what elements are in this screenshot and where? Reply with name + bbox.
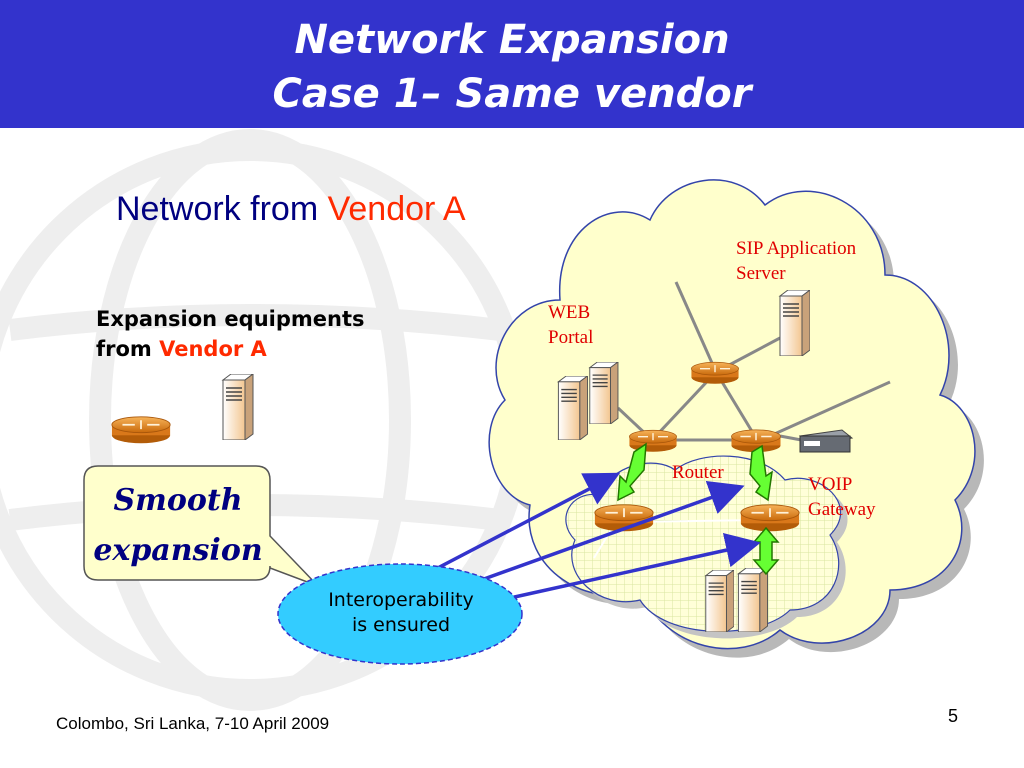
smooth-expansion-callout [83, 465, 319, 587]
interop-line1: Interoperability [328, 589, 474, 611]
web-label-line2: Portal [548, 327, 594, 348]
slide-title-line1: Network Expansion [294, 17, 730, 63]
network-heading-prefix: Network from [116, 190, 328, 228]
expansion-server-icon [737, 568, 768, 632]
title-bar [0, 0, 1024, 128]
vendor-a-server-icon [222, 374, 254, 440]
callout-line2: expansion [93, 533, 263, 568]
interoperability-arrows [429, 472, 761, 600]
router-label: Router [672, 462, 724, 483]
expansion-line2: from Vendor A [96, 334, 365, 364]
router-icon [628, 429, 678, 453]
expansion-equipments-text: Expansion equipments from Vendor A [96, 304, 365, 364]
web-server-icon [557, 376, 588, 440]
expansion-router-icon [739, 503, 801, 533]
expansion-line1: Expansion equipments [96, 307, 365, 331]
interoperability-text: Interoperability is ensured [286, 588, 516, 638]
web-portal-label: WEB Portal [548, 300, 593, 350]
expansion-server-icon [705, 570, 734, 632]
voip-label-line1: VOIP [808, 474, 853, 495]
interoperability-ellipse [277, 563, 523, 665]
sip-server-icon [779, 290, 810, 356]
expansion-vendor: Vendor A [159, 337, 267, 361]
smooth-expansion-text: Smooth expansion [88, 476, 268, 576]
footer-text: Colombo, Sri Lanka, 7-10 April 2009 [56, 714, 330, 733]
voip-gateway-icon [798, 429, 854, 453]
slide-title-line2: Case 1– Same vendor [272, 71, 752, 117]
sip-label-line2: Server [736, 263, 786, 284]
interop-line2: is ensured [351, 614, 451, 636]
web-label-line1: WEB [548, 302, 591, 323]
voip-gateway-label: VOIP Gateway [808, 472, 876, 522]
callout-line1: Smooth [113, 483, 243, 518]
vendor-a-router-icon [110, 415, 172, 445]
voip-label-line2: Gateway [808, 499, 876, 520]
network-heading-vendor: Vendor A [327, 190, 466, 228]
router-icon [690, 361, 740, 385]
expansion-line2-prefix: from [96, 337, 160, 361]
web-server-icon [589, 362, 619, 424]
network-heading: Network from Vendor A [116, 190, 466, 229]
sip-server-label: SIP Application Server [736, 236, 856, 286]
sip-label-line1: SIP Application [736, 238, 857, 259]
page-number: 5 [948, 706, 959, 726]
